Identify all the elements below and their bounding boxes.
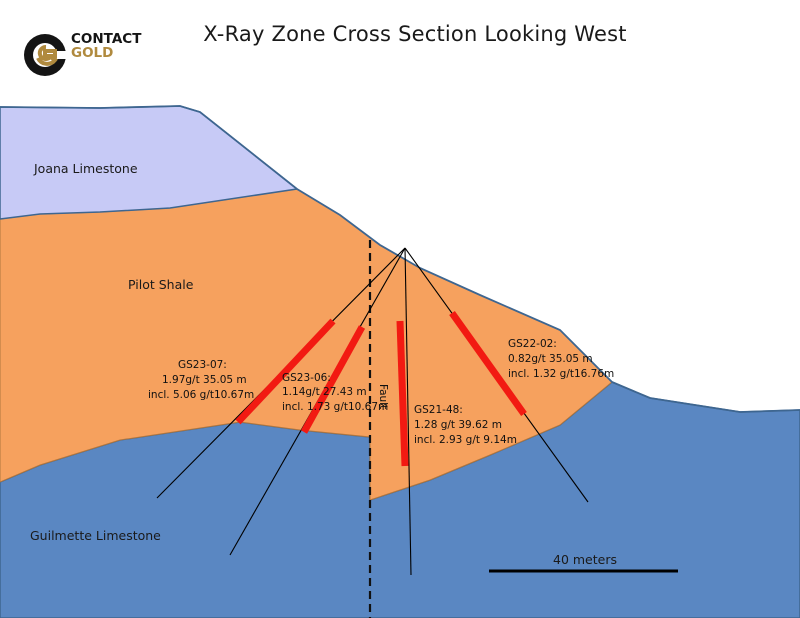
gs23-07-line-2: 1.97g/t 35.05 m	[162, 374, 247, 386]
gs21-48-line-3: incl. 2.93 g/t 9.14m	[414, 434, 517, 446]
gs22-02-line-3: incl. 1.32 g/t16.76m	[508, 368, 614, 380]
gs23-06-line-3: incl. 1.73 g/t10.67m	[282, 401, 388, 413]
gs23-07-line-3: incl. 5.06 g/t10.67m	[148, 389, 254, 401]
logo-gold-mark	[36, 45, 58, 66]
guilmette-limestone-label: Guilmette Limestone	[30, 528, 161, 543]
gs21-48-line-1: GS21-48:	[414, 404, 463, 416]
fault-label: Fault	[377, 384, 389, 409]
gs23-06-line-2: 1.14g/t 27.43 m	[282, 386, 367, 398]
logo-text-gold: GOLD	[71, 45, 113, 61]
intercept-gs23-06	[300, 325, 366, 434]
logo-text-contact: CONTACT	[71, 31, 142, 47]
gs22-02-line-1: GS22-02:	[508, 338, 557, 350]
intercept-gs21-48	[396, 320, 409, 467]
gs23-06-line-1: GS23-06:	[282, 372, 331, 384]
gs21-48-line-2: 1.28 g/t 39.62 m	[414, 419, 502, 431]
intercepts	[235, 310, 527, 467]
gs23-07-line-1: GS23-07:	[178, 359, 227, 371]
drill-trace-gs21-48	[404, 247, 412, 576]
annotation-gs21-48: GS21-48: 1.28 g/t 39.62 m incl. 2.93 g/t…	[414, 404, 517, 446]
intercept-gs22-02	[449, 310, 527, 417]
joana-limestone-label: Joana Limestone	[33, 161, 138, 176]
annotation-gs22-02: GS22-02: 0.82g/t 35.05 m incl. 1.32 g/t1…	[508, 338, 614, 380]
page-title: X-Ray Zone Cross Section Looking West	[203, 22, 627, 46]
scale-bar: 40 meters	[489, 552, 678, 573]
intercept-gs23-07	[235, 318, 336, 425]
annotation-gs23-06: GS23-06: 1.14g/t 27.43 m incl. 1.73 g/t1…	[282, 372, 388, 413]
scale-bar-label: 40 meters	[553, 552, 617, 567]
annotation-gs23-07: GS23-07: 1.97g/t 35.05 m incl. 5.06 g/t1…	[148, 359, 254, 401]
contact-gold-logo: CONTACT GOLD	[24, 31, 142, 76]
gs22-02-line-2: 0.82g/t 35.05 m	[508, 353, 593, 365]
pilot-shale-label: Pilot Shale	[128, 277, 194, 292]
